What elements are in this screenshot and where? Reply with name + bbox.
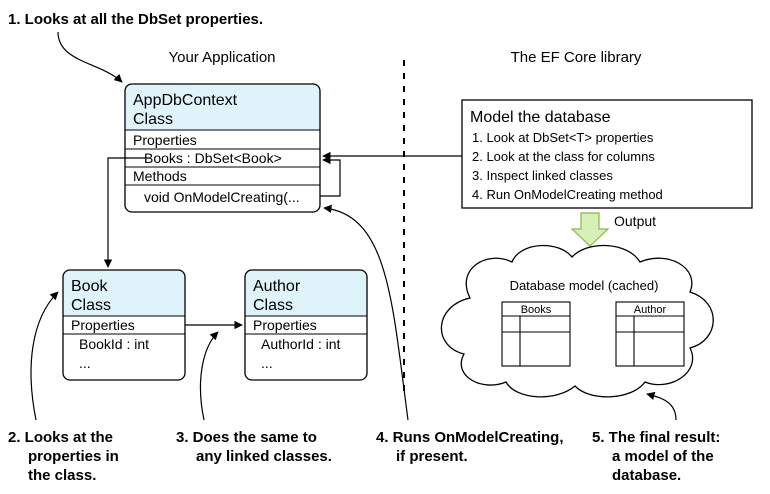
books-table: Books [501,301,571,367]
heading-ef-core-library: The EF Core library [511,49,642,66]
annotation-step-2-line-3: the class. [28,467,96,484]
heading-your-application: Your Application [168,49,275,66]
author-more: ... [261,355,273,371]
author-title-line-2: Class [253,297,293,314]
arrow-appdbcontext-to-book [103,157,150,268]
arrow-step-2 [30,291,59,421]
output-label: Output [614,213,656,229]
author-properties-label: Properties [253,317,317,333]
arrow-step-3 [199,331,219,421]
appdbcontext-methods-label: Methods [133,168,187,184]
arrow-step-5 [646,391,677,421]
annotation-step-5-line-2: a model of the [612,448,714,465]
author-class-box: Author Class Properties AuthorId : int .… [244,269,368,381]
author-table-label: Author [634,304,667,316]
book-title-line-2: Class [71,297,111,314]
book-properties-label: Properties [71,317,135,333]
appdbcontext-border [124,83,321,213]
model-the-database-box: Model the database 1. Look at DbSet<T> p… [461,99,753,209]
annotation-step-3-line-2: any linked classes. [196,448,332,465]
annotation-step-5-line-3: database. [612,467,681,484]
author-table: Author [615,301,685,367]
book-more: ... [79,355,91,371]
appdbcontext-title-line-1: AppDbContext [133,92,238,109]
author-authorid-property: AuthorId : int [261,336,340,352]
arrow-methods-loop [320,155,341,197]
model-step-1: 1. Look at DbSet<T> properties [472,130,654,145]
appdbcontext-header-fill [125,84,320,130]
book-class-box: Book Class Properties BookId : int ... [62,269,186,381]
output-arrow [570,212,610,247]
database-model-title: Database model (cached) [510,278,659,293]
appdbcontext-books-property: Books : DbSet<Book> [144,150,282,166]
arrow-step-1 [57,31,123,83]
model-step-4: 4. Run OnModelCreating method [472,187,663,202]
appdbcontext-class-box: AppDbContext Class Properties Books : Db… [124,83,321,213]
annotation-step-5-line-1: 5. The final result: [592,429,720,446]
annotation-step-4-line-1: 4. Runs OnModelCreating, [376,429,564,446]
database-model-cloud: Database model (cached) Books Author [440,244,714,398]
annotation-step-2-line-2: properties in [28,448,119,465]
annotation-step-2-line-1: 2. Looks at the [8,429,113,446]
arrow-step-4 [323,204,409,421]
model-step-3: 3. Inspect linked classes [472,168,613,183]
appdbcontext-method: void OnModelCreating(... [144,189,300,205]
annotation-step-3-line-1: 3. Does the same to [176,429,317,446]
appdbcontext-title-line-2: Class [133,111,173,128]
book-title-line-1: Book [71,278,108,295]
appdbcontext-properties-label: Properties [133,132,197,148]
model-step-2: 2. Look at the class for columns [472,149,655,164]
book-bookid-property: BookId : int [79,336,149,352]
annotation-step-1: 1. Looks at all the DbSet properties. [8,11,263,28]
model-box-title: Model the database [470,109,611,126]
books-table-label: Books [521,304,552,316]
author-title-line-1: Author [253,278,301,295]
annotation-step-4-line-2: if present. [396,448,468,465]
